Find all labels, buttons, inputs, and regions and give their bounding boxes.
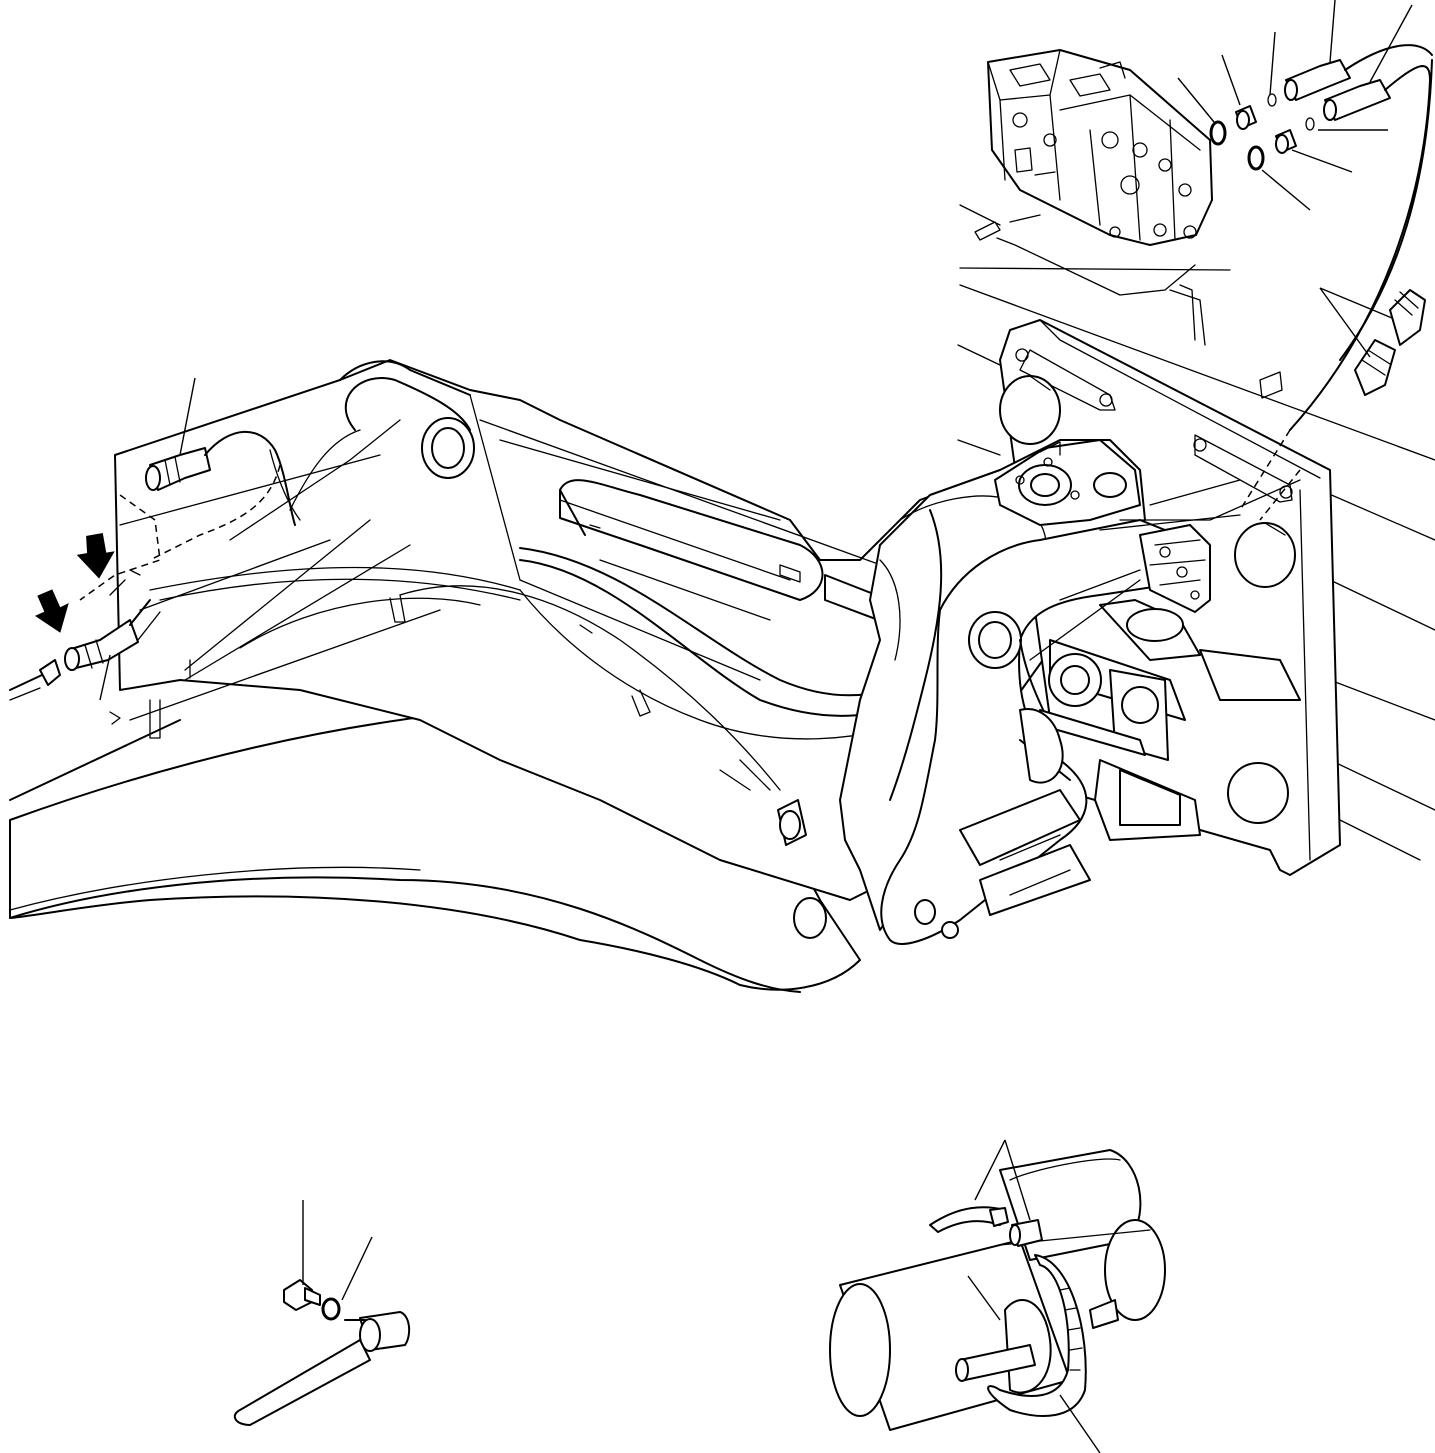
- control-valve-assembly: [959, 49, 1213, 296]
- swing-bracket: [839, 319, 1341, 945]
- hose-clamp-detail: [829, 1139, 1166, 1453]
- insertion-arrows: [34, 532, 115, 633]
- boom-hose-couplings: [9, 377, 296, 701]
- pipe-plug-detail: [233, 1200, 411, 1426]
- chassis-frame: [957, 267, 1435, 861]
- valve-fittings: [1209, 44, 1433, 431]
- valve-callout-leaders: [1177, 0, 1413, 358]
